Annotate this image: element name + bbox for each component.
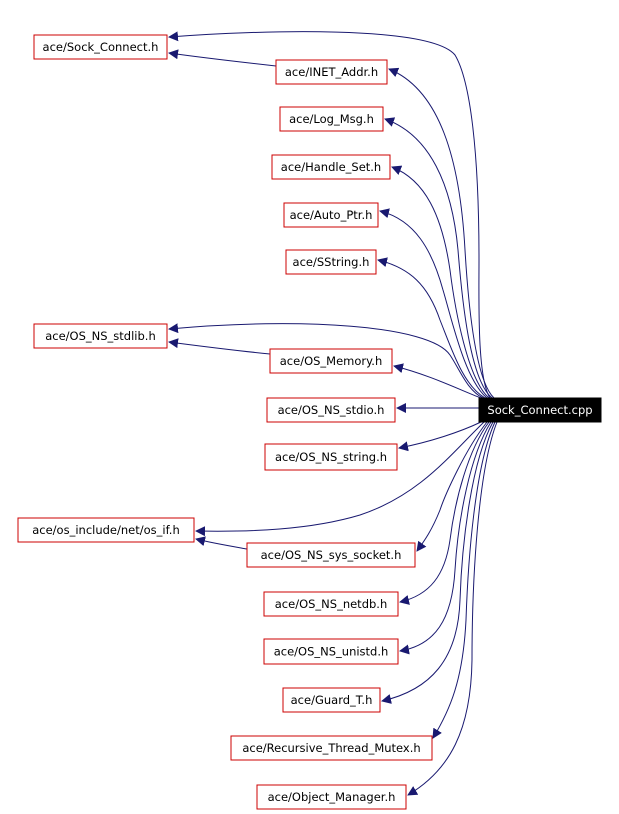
node-box [271, 154, 391, 180]
edge-sock-connect-cpp-to-os-ns-string-h [398, 421, 482, 452]
node-box [263, 591, 399, 617]
node-label: ace/OS_NS_sys_socket.h [261, 548, 402, 562]
node-os-if-h[interactable]: ace/os_include/net/os_if.h [17, 517, 195, 543]
node-recursive-thread-mutex-h[interactable]: ace/Recursive_Thread_Mutex.h [230, 735, 433, 761]
node-box [256, 784, 407, 810]
edge-sock-connect-cpp-to-sock-connect-h [168, 31, 491, 399]
edge-sock-connect-cpp-to-os-ns-netdb-h [399, 421, 490, 605]
node-box [279, 106, 384, 132]
node-sstring-h[interactable]: ace/SString.h [285, 249, 377, 275]
node-os-ns-unistd-h[interactable]: ace/OS_NS_unistd.h [263, 638, 399, 665]
node-label: ace/Log_Msg.h [289, 112, 374, 126]
node-auto-ptr-h[interactable]: ace/Auto_Ptr.h [283, 202, 379, 228]
node-label: ace/Handle_Set.h [281, 160, 381, 174]
edge-sock-connect-cpp-to-recursive-thread-mutex-h [432, 421, 496, 739]
node-box [263, 638, 399, 665]
node-box [269, 348, 393, 374]
node-box [283, 202, 379, 228]
node-label: ace/OS_NS_stdlib.h [45, 329, 156, 343]
node-os-ns-stdlib-h[interactable]: ace/OS_NS_stdlib.h [33, 323, 168, 349]
node-box [17, 517, 195, 543]
node-handle-set-h[interactable]: ace/Handle_Set.h [271, 154, 391, 180]
node-label: ace/Guard_T.h [291, 693, 373, 707]
edge-inet-addr-h-to-sock-connect-h [168, 49, 277, 67]
node-label: ace/OS_Memory.h [280, 354, 383, 368]
node-box [33, 323, 168, 349]
node-label: ace/INET_Addr.h [285, 65, 378, 79]
edge-sock-connect-cpp-to-inet-addr-h [388, 67, 495, 399]
node-object-manager-h[interactable]: ace/Object_Manager.h [256, 784, 407, 810]
edge-sock-connect-cpp-to-sstring-h [377, 257, 486, 399]
node-box [275, 59, 388, 85]
root-node-sock-connect-cpp[interactable]: Sock_Connect.cpp [478, 397, 602, 423]
node-os-memory-h[interactable]: ace/OS_Memory.h [269, 348, 393, 374]
edge-sock-connect-cpp-to-os-ns-unistd-h [399, 421, 492, 655]
node-inet-addr-h[interactable]: ace/INET_Addr.h [275, 59, 388, 85]
node-os-ns-sys-socket-h[interactable]: ace/OS_NS_sys_socket.h [246, 542, 416, 568]
edge-sock-connect-cpp-to-os-memory-h [393, 363, 482, 399]
node-label: ace/Sock_Connect.h [43, 40, 159, 54]
edge-sock-connect-cpp-to-log-msg-h [384, 117, 493, 399]
node-label: Sock_Connect.cpp [487, 403, 592, 417]
edge-sock-connect-cpp-to-guard-t-h [381, 421, 494, 704]
node-os-ns-string-h[interactable]: ace/OS_NS_string.h [264, 443, 398, 471]
node-os-ns-stdio-h[interactable]: ace/OS_NS_stdio.h [266, 397, 396, 423]
node-sock-connect-h[interactable]: ace/Sock_Connect.h [33, 34, 168, 60]
node-label: ace/SString.h [293, 255, 370, 269]
edge-sock-connect-cpp-to-auto-ptr-h [379, 208, 488, 399]
node-box [282, 687, 381, 713]
edges [168, 31, 498, 796]
edge-sock-connect-cpp-to-handle-set-h [391, 165, 490, 399]
edge-os-memory-h-to-os-ns-stdlib-h [168, 338, 271, 355]
node-label: ace/OS_NS_netdb.h [275, 597, 388, 611]
node-label: ace/OS_NS_unistd.h [274, 645, 389, 659]
node-os-ns-netdb-h[interactable]: ace/OS_NS_netdb.h [263, 591, 399, 617]
node-label: ace/Auto_Ptr.h [290, 208, 373, 222]
edge-sock-connect-cpp-to-os-ns-sys-socket-h [416, 421, 488, 552]
node-box [266, 397, 396, 423]
node-box [478, 397, 602, 423]
edge-sock-connect-cpp-to-os-ns-stdlib-h [168, 323, 484, 399]
node-box [285, 249, 377, 275]
node-box [33, 34, 168, 60]
node-label: ace/OS_NS_string.h [275, 450, 387, 464]
node-label: ace/OS_NS_stdio.h [278, 403, 385, 417]
edge-sock-connect-cpp-to-os-if-h [195, 421, 485, 537]
node-log-msg-h[interactable]: ace/Log_Msg.h [279, 106, 384, 132]
node-box [246, 542, 416, 568]
node-label: ace/Recursive_Thread_Mutex.h [242, 741, 420, 755]
node-label: ace/Object_Manager.h [268, 790, 396, 804]
edge-sock-connect-cpp-to-object-manager-h [407, 421, 498, 796]
nodes: Sock_Connect.cpp ace/Sock_Connect.h ace/IN… [17, 34, 602, 810]
node-box [264, 443, 398, 471]
node-guard-t-h[interactable]: ace/Guard_T.h [282, 687, 381, 713]
node-box [230, 735, 433, 761]
edge-os-ns-sys-socket-h-to-os-if-h [195, 536, 248, 550]
node-label: ace/os_include/net/os_if.h [32, 523, 180, 537]
